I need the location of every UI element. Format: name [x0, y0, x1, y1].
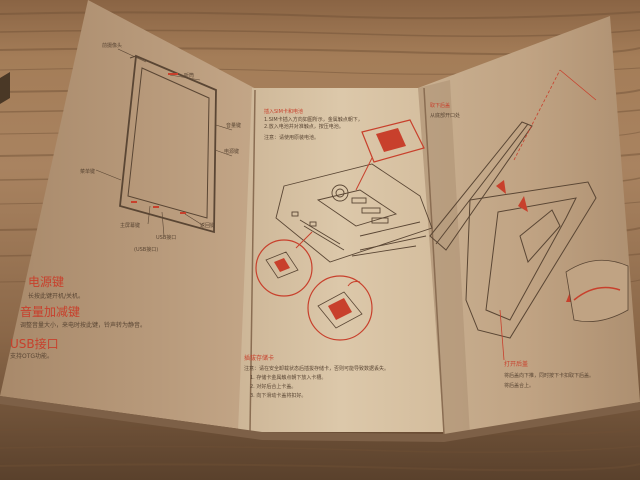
phone-cover-diagram — [429, 69, 597, 339]
phone-front-diagram — [95, 48, 233, 237]
brochure-middle-panel — [238, 88, 444, 432]
sim-inset — [355, 119, 425, 191]
middle-bottom-body-2: 1. 存储卡金属触点朝下放入卡槽。 — [250, 375, 327, 381]
back-cover-lifted — [429, 121, 533, 251]
phone-back-outline — [275, 163, 433, 263]
section-usb-title: USB接口 — [10, 337, 59, 351]
label-usb: USB接口 — [156, 235, 177, 241]
brochure-left-panel — [0, 0, 262, 432]
right-bottom-body-2: 将后盖合上。 — [504, 383, 535, 389]
right-callout-line — [499, 309, 505, 361]
card-inset-right — [307, 275, 373, 341]
label-power: 电源键 — [224, 149, 240, 155]
section-power-title: 电源键 — [28, 275, 65, 289]
phone-body-right — [465, 181, 597, 339]
camera-ring — [331, 184, 349, 202]
label-home: 主屏幕键 — [120, 223, 141, 229]
fold-line-left — [249, 89, 256, 433]
label-menu: 菜单键 — [80, 169, 96, 175]
right-top-title: 取下后盖 — [430, 103, 451, 109]
section-usb-body: 支持OTG功能。 — [10, 353, 54, 360]
phone-screen-right — [485, 197, 577, 321]
battery-bay — [316, 189, 398, 227]
right-top-body: 从底部开口处 — [430, 113, 461, 119]
leader-volume — [215, 124, 233, 131]
leader-home — [147, 205, 151, 225]
right-panel-shadow — [418, 80, 470, 436]
label-back: 返回键 — [200, 223, 216, 229]
right-bottom-title: 打开后盖 — [504, 361, 529, 368]
middle-top-body-2: 2.放入电池并对准触点，按压电池。 — [264, 124, 344, 130]
card-inset-left — [255, 231, 313, 297]
label-usb-paren: (USB接口) — [134, 247, 159, 253]
middle-top-title: 插入SIM卡和电池 — [264, 109, 303, 115]
label-front-camera: 前摄像头 — [102, 43, 123, 49]
phone-back-diagram — [275, 163, 433, 263]
leader-earpiece — [169, 74, 201, 81]
table-object-left — [0, 72, 10, 104]
middle-back-cover — [359, 235, 427, 251]
label-earpiece: 听筒 — [184, 73, 195, 79]
right-bottom-body-1: 将后盖向下推，同时按下卡扣取下后盖。 — [504, 373, 595, 379]
battery-shape — [519, 209, 561, 263]
leader-back — [184, 213, 205, 227]
fold-line-right — [423, 87, 445, 435]
brochure-bottom-edge — [0, 396, 640, 442]
leader-usb — [161, 211, 165, 237]
phone-outline — [119, 54, 217, 234]
middle-bottom-body-3: 2. 对好后合上卡盖。 — [250, 384, 297, 390]
middle-bottom-body-1: 注意：请在安全卸载状态后插拔存储卡，否则可能导致数据丢失。 — [244, 366, 390, 372]
hand-inset — [565, 259, 629, 323]
section-power-body: 长按此键开机/关机。 — [28, 293, 85, 300]
middle-bottom-body-4: 3. 向下滑动卡盖将扣好。 — [250, 393, 307, 399]
section-volume-body: 调整音量大小，来电时按此键，铃声转为静音。 — [20, 322, 147, 329]
middle-top-note: 注意：请使用原装电池。 — [264, 135, 320, 141]
leader-menu — [95, 169, 122, 181]
leader-power — [214, 149, 233, 157]
middle-bottom-title: 插拔存储卡 — [244, 355, 275, 362]
label-volume: 音量键 — [226, 123, 242, 129]
phone-buttons — [131, 73, 186, 214]
middle-top-body-1: 1.SIM卡插入方向如图所示，金属触点朝下， — [264, 117, 363, 123]
phone-screen — [127, 67, 210, 219]
brochure-right-panel — [418, 16, 640, 436]
leader-camera — [117, 48, 147, 63]
section-volume-title: 音量加减键 — [20, 305, 81, 319]
